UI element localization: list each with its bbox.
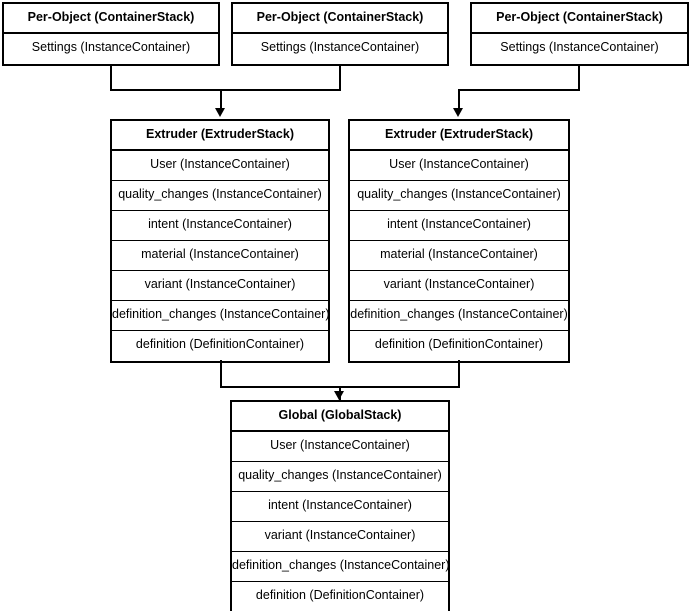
node-header: Per-Object (ContainerStack)	[472, 4, 687, 34]
node-row-quality-changes: quality_changes (InstanceContainer)	[350, 181, 568, 211]
node-row-material: material (InstanceContainer)	[350, 241, 568, 271]
node-row-definition: definition (DefinitionContainer)	[374, 337, 544, 351]
edge-join-bar-left	[110, 89, 341, 91]
node-row-variant: variant (InstanceContainer)	[350, 271, 568, 301]
node-row-intent: intent (InstanceContainer)	[350, 211, 568, 241]
edge-per-object-2-down	[339, 64, 341, 91]
edge-extruder-2-down	[458, 360, 460, 388]
node-row-user: User (InstanceContainer)	[350, 151, 568, 181]
node-row-definition: definition (DefinitionContainer)	[255, 588, 425, 602]
node-row-intent: intent (InstanceContainer)	[112, 211, 328, 241]
node-per-object-3[interactable]: Per-Object (ContainerStack) Settings (In…	[470, 2, 689, 66]
edge-per-object-3-down	[578, 64, 580, 91]
node-row-definition-changes: definition_changes (InstanceContainer)	[232, 552, 448, 582]
node-extruder-1[interactable]: Extruder (ExtruderStack) User (InstanceC…	[110, 119, 330, 363]
node-row-quality-changes: quality_changes (InstanceContainer)	[112, 181, 328, 211]
node-row-definition-changes: definition_changes (InstanceContainer)	[350, 301, 568, 331]
node-global[interactable]: Global (GlobalStack) User (InstanceConta…	[230, 400, 450, 611]
node-row-settings: Settings (InstanceContainer)	[31, 40, 191, 54]
node-header: Per-Object (ContainerStack)	[233, 4, 447, 34]
node-row-variant: variant (InstanceContainer)	[232, 522, 448, 552]
node-header: Extruder (ExtruderStack)	[112, 121, 328, 151]
node-header: Per-Object (ContainerStack)	[4, 4, 218, 34]
edge-into-extruder-1	[220, 89, 222, 111]
edge-per-object-1-down	[110, 64, 112, 91]
edge-into-extruder-2	[458, 89, 460, 111]
node-header: Extruder (ExtruderStack)	[350, 121, 568, 151]
edge-join-bar-right	[458, 89, 580, 91]
arrow-head-global	[334, 391, 344, 400]
node-row-intent: intent (InstanceContainer)	[232, 492, 448, 522]
node-row-settings: Settings (InstanceContainer)	[500, 40, 659, 54]
node-row-variant: variant (InstanceContainer)	[112, 271, 328, 301]
node-row-definition-changes: definition_changes (InstanceContainer)	[112, 301, 328, 331]
node-header: Global (GlobalStack)	[232, 402, 448, 432]
edge-extruder-1-down	[220, 360, 222, 388]
arrow-head-extruder-1	[215, 108, 225, 117]
node-row-material: material (InstanceContainer)	[112, 241, 328, 271]
node-extruder-2[interactable]: Extruder (ExtruderStack) User (InstanceC…	[348, 119, 570, 363]
node-row-definition: definition (DefinitionContainer)	[135, 337, 305, 351]
node-row-user: User (InstanceContainer)	[112, 151, 328, 181]
node-per-object-1[interactable]: Per-Object (ContainerStack) Settings (In…	[2, 2, 220, 66]
node-row-quality-changes: quality_changes (InstanceContainer)	[232, 462, 448, 492]
node-row-user: User (InstanceContainer)	[232, 432, 448, 462]
node-row-settings: Settings (InstanceContainer)	[260, 40, 420, 54]
node-per-object-2[interactable]: Per-Object (ContainerStack) Settings (In…	[231, 2, 449, 66]
arrow-head-extruder-2	[453, 108, 463, 117]
